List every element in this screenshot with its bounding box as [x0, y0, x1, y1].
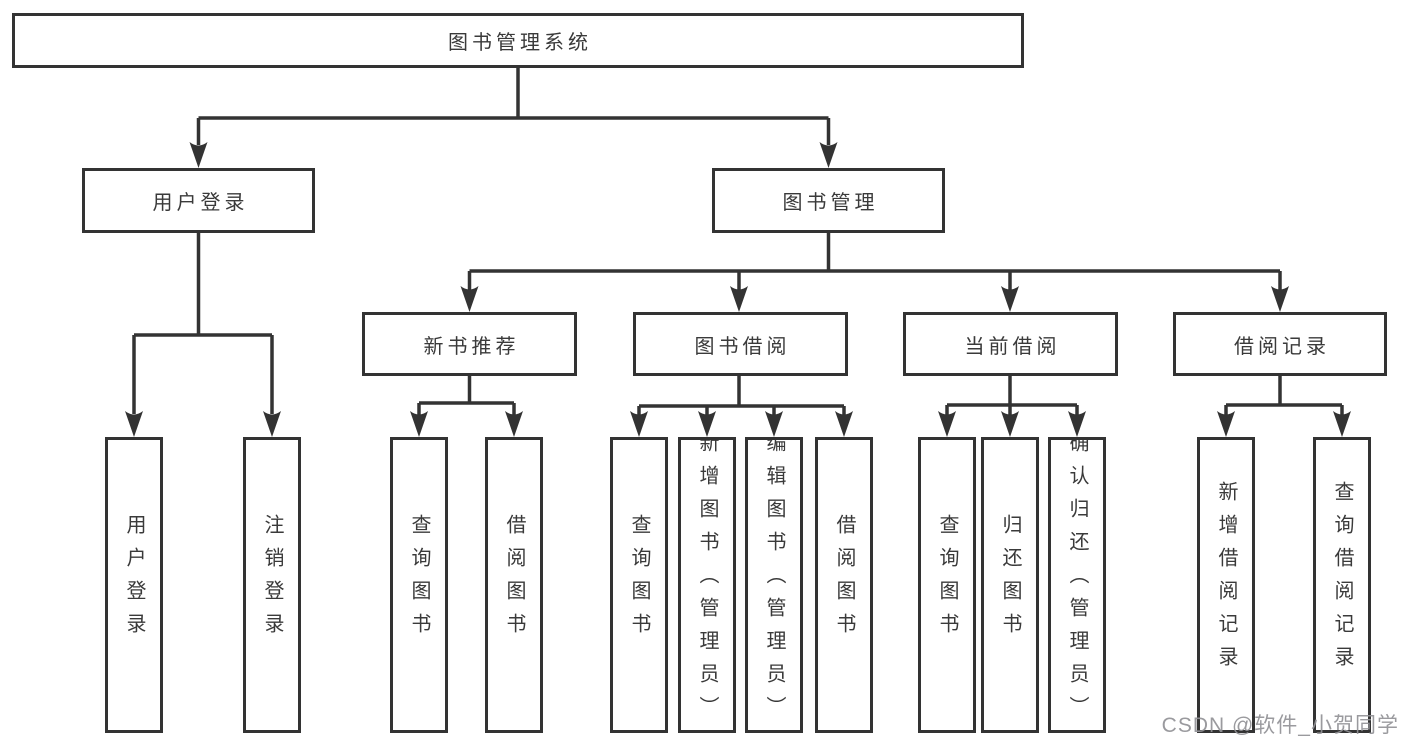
leaf-query-borrow-record: 查询借阅记录 [1313, 437, 1371, 733]
node-borrow-records: 借阅记录 [1173, 312, 1387, 376]
leaf-return-books: 归还图书 [981, 437, 1039, 733]
node-user-login: 用户登录 [82, 168, 315, 233]
node-current-borrow: 当前借阅 [903, 312, 1118, 376]
leaf-borrow-books-recommend: 借阅图书 [485, 437, 543, 733]
leaf-borrow-books: 借阅图书 [815, 437, 873, 733]
leaf-confirm-return-admin: 确认归还（管理员） [1048, 437, 1106, 733]
leaf-user-login: 用户登录 [105, 437, 163, 733]
leaf-logout: 注销登录 [243, 437, 301, 733]
node-library-management-system: 图书管理系统 [12, 13, 1024, 68]
leaf-add-borrow-record: 新增借阅记录 [1197, 437, 1255, 733]
leaf-edit-book-admin: 编辑图书（管理员） [745, 437, 803, 733]
leaf-query-books-borrow: 查询图书 [610, 437, 668, 733]
leaf-query-books-recommend: 查询图书 [390, 437, 448, 733]
leaf-query-books-current: 查询图书 [918, 437, 976, 733]
watermark: CSDN @软件_小贺同学 [1161, 714, 1399, 737]
leaf-add-book-admin: 新增图书（管理员） [678, 437, 736, 733]
node-book-borrow: 图书借阅 [633, 312, 848, 376]
node-book-management: 图书管理 [712, 168, 945, 233]
node-new-book-recommend: 新书推荐 [362, 312, 577, 376]
